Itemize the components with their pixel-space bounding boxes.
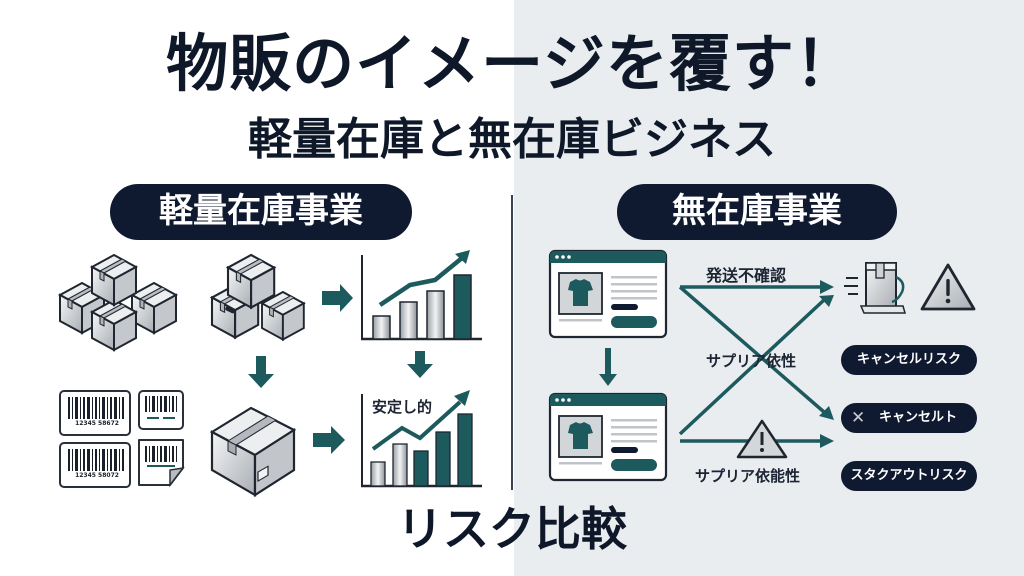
barcode-number: 12345 58072 (75, 472, 119, 479)
warning-icon (736, 419, 788, 459)
risk-pill-stockout: スタクアウトリスク (841, 461, 977, 491)
product-page-icon (548, 249, 668, 339)
barcode-number: 12345 58672 (75, 420, 119, 427)
product-page-icon (548, 392, 668, 482)
arrow-right-icon (313, 426, 345, 454)
warning-icon (920, 263, 976, 311)
arrowhead-icons (819, 280, 834, 448)
footer-title: リスク比較 (397, 502, 627, 556)
flow-label-bottom: サプリア依能性 (695, 467, 801, 485)
risk-pill-cancel: ✕ キャンセルト (841, 403, 977, 433)
single-box-icon (209, 406, 297, 498)
left-section-heading: 軽量在庫事業 (110, 184, 412, 240)
flow-arrows (678, 285, 826, 443)
growth-chart-icon (361, 250, 482, 341)
barcode-labels-icon (59, 390, 185, 488)
risk-pill-cancel-risk: キャンセルリスク (841, 345, 977, 375)
arrow-right-icon (322, 284, 353, 312)
arrow-down-icon (248, 356, 274, 388)
right-section-heading: 無在庫事業 (617, 184, 897, 240)
box-group-icon (210, 253, 305, 341)
flow-label-middle: サプリア依性 (706, 352, 797, 370)
subtitle: 軽量在庫と無在庫ビジネス (248, 114, 776, 165)
chart-label: 安定し的 (372, 398, 433, 416)
flow-label-top: 発送不確認 (706, 266, 787, 285)
section-divider (511, 195, 513, 490)
main-title: 物販のイメージを覆す！ (166, 27, 858, 100)
stable-growth-chart-icon (361, 390, 482, 488)
arrow-down-icon (599, 348, 617, 386)
delivery-box-icon (844, 262, 906, 314)
arrow-down-icon (407, 351, 433, 378)
risk-pill-cancel-label: キャンセルト (878, 410, 957, 425)
cancel-x-icon: ✕ (851, 408, 866, 428)
